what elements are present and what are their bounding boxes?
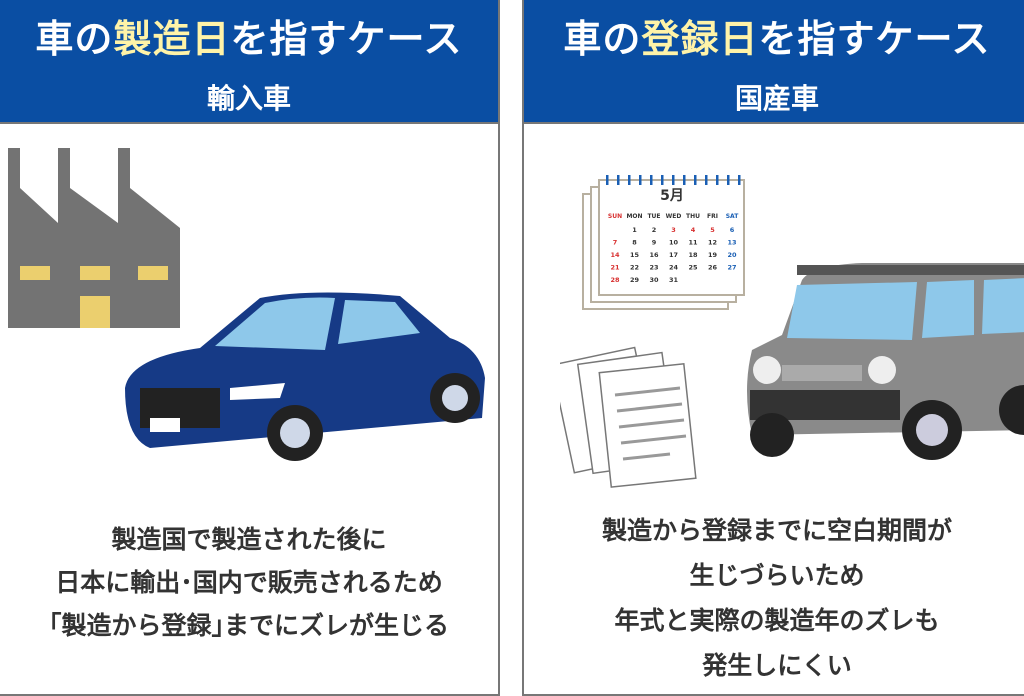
domestic-car-panel: 車の登録日を指すケース 国産車 5月 SUN MON TUE WED THU FRI SAT…	[522, 0, 1024, 696]
calendar-ring	[617, 175, 620, 185]
description-line: ｢製造から登録｣までにズレが生じる	[48, 611, 449, 640]
calendar-ring	[661, 175, 664, 185]
calendar-ring	[694, 175, 697, 185]
calendar-day: 27	[727, 264, 736, 272]
calendar-weekday: TUE	[647, 213, 660, 220]
calendar-ring	[716, 175, 719, 185]
calendar-day: 8	[632, 239, 637, 247]
factory-icon	[8, 148, 180, 328]
calendar-ring	[683, 175, 686, 185]
calendar-day: 12	[708, 239, 717, 247]
description-text: 製造国で製造された後に 日本に輸出･国内で販売されるため ｢製造から登録｣までに…	[0, 518, 498, 647]
calendar-weekday: SAT	[726, 213, 739, 220]
calendar-day: 18	[688, 251, 698, 259]
calendar-day: 21	[610, 264, 620, 272]
calendar-ring	[639, 175, 642, 185]
calendar-day: 1	[632, 226, 637, 234]
calendar-ring	[672, 175, 675, 185]
calendar-day: 31	[669, 276, 679, 284]
calendar-ring	[738, 175, 741, 185]
panel-header: 車の製造日を指すケース 輸入車	[0, 0, 498, 124]
calendar-weekday: FRI	[707, 213, 718, 220]
imported-car-panel: 車の製造日を指すケース 輸入車 製造国で製造された後に 日本に輸出･国内で販売さ…	[0, 0, 500, 696]
gray-suv-illustration	[747, 263, 1024, 460]
description-line: 発生しにくい	[702, 651, 852, 680]
calendar-day: 23	[649, 264, 658, 272]
description-line: 年式と実際の製造年のズレも	[614, 606, 940, 635]
calendar-day: 17	[669, 251, 678, 259]
title-text: 車の	[35, 17, 114, 61]
calendar-weekday: WED	[666, 213, 682, 220]
calendar-day: 5	[710, 226, 715, 234]
calendar-day: 3	[671, 226, 676, 234]
calendar-day: 13	[727, 239, 736, 247]
calendar-day: 24	[669, 264, 679, 272]
calendar-day: 6	[730, 226, 735, 234]
calendar-day: 20	[727, 251, 737, 259]
calendar-day: 26	[708, 264, 718, 272]
calendar-day: 25	[688, 264, 698, 272]
panel-subtitle: 国産車	[734, 82, 819, 115]
description-text: 製造から登録までに空白期間が 生じづらいため 年式と実際の製造年のズレも 発生し…	[524, 508, 1024, 688]
calendar-day: 15	[630, 251, 640, 259]
description-line: 生じづらいため	[689, 561, 865, 590]
calendar-month: 5月	[660, 188, 684, 204]
calendar-day: 9	[652, 239, 657, 247]
panel-title: 車の登録日を指すケース	[524, 0, 1024, 63]
title-text: を指すケース	[758, 17, 991, 61]
calendar-day: 28	[610, 276, 620, 284]
calendar-day: 29	[630, 276, 640, 284]
description-line: 製造から登録までに空白期間が	[601, 516, 952, 545]
calendar-ring	[705, 175, 708, 185]
title-highlight: 登録日	[641, 17, 759, 61]
calendar-day: 11	[688, 239, 698, 247]
calendar-ring	[727, 175, 730, 185]
calendar-day: 19	[708, 251, 718, 259]
panel-title: 車の製造日を指すケース	[0, 0, 498, 63]
blue-sedan-illustration	[125, 292, 485, 461]
calendar-weekday: THU	[686, 213, 700, 220]
panel-subtitle: 輸入車	[206, 82, 291, 115]
calendar-day: 2	[652, 226, 657, 234]
panel-header: 車の登録日を指すケース 国産車	[524, 0, 1024, 124]
calendar-day: 4	[691, 226, 696, 234]
description-line: 日本に輸出･国内で販売されるため	[55, 568, 443, 597]
calendar-ring	[628, 175, 631, 185]
calendar-ring	[606, 175, 609, 185]
calendar-day: 14	[610, 251, 620, 259]
documents-icon	[560, 346, 697, 488]
calendar-day: 16	[649, 251, 659, 259]
description-line: 製造国で製造された後に	[111, 525, 387, 554]
calendar-weekday: MON	[626, 213, 642, 220]
calendar-day: 7	[613, 239, 618, 247]
title-text: 車の	[563, 17, 642, 61]
calendar-weekday: SUN	[608, 213, 622, 220]
calendar-day: 10	[669, 239, 679, 247]
calendar-day: 30	[649, 276, 659, 284]
title-text: を指すケース	[230, 17, 463, 61]
calendar-ring	[650, 175, 653, 185]
calendar-day: 22	[630, 264, 639, 272]
title-highlight: 製造日	[113, 17, 231, 61]
